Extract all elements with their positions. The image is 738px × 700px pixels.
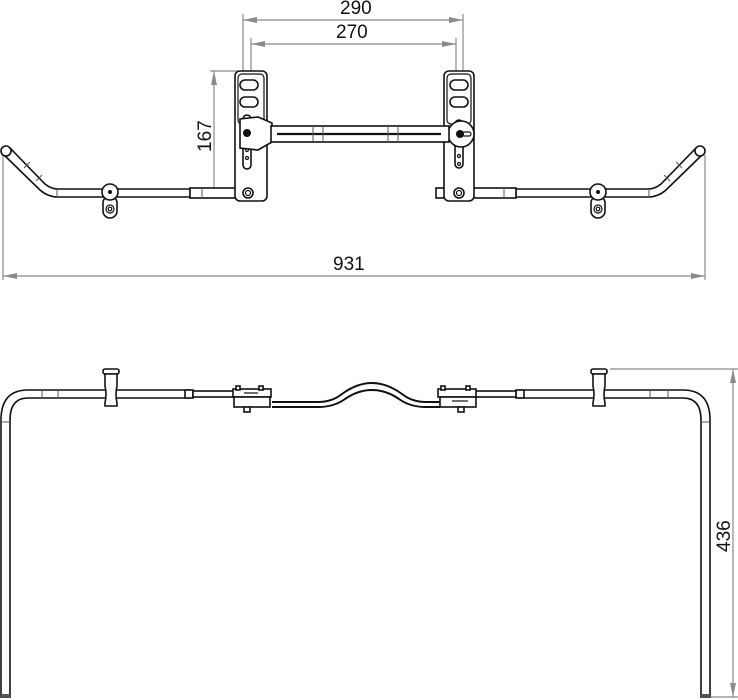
center-crossbar — [270, 125, 450, 143]
dimension-436: 436 — [610, 368, 738, 698]
left-bar — [0, 145, 239, 219]
dimension-931: 931 — [2, 155, 706, 280]
right-leg — [473, 368, 711, 698]
curved-center-bar — [272, 381, 440, 408]
top-view: 290 270 167 931 — [0, 0, 706, 280]
right-mount-plate — [443, 70, 475, 202]
dimension-label-436: 436 — [714, 520, 735, 552]
left-mount-plate — [234, 70, 273, 202]
right-bar — [435, 145, 706, 219]
dimension-270: 270 — [250, 22, 457, 78]
front-view: 436 — [0, 368, 738, 698]
right-coupler — [437, 385, 477, 413]
left-leg — [0, 368, 236, 698]
dimension-290: 290 — [242, 0, 464, 78]
left-coupler — [232, 385, 272, 413]
dimension-167: 167 — [195, 70, 238, 196]
dimension-label-270: 270 — [336, 22, 368, 43]
dimension-label-931: 931 — [333, 254, 365, 275]
dimension-label-167: 167 — [195, 120, 216, 152]
dimension-label-290: 290 — [340, 0, 372, 19]
